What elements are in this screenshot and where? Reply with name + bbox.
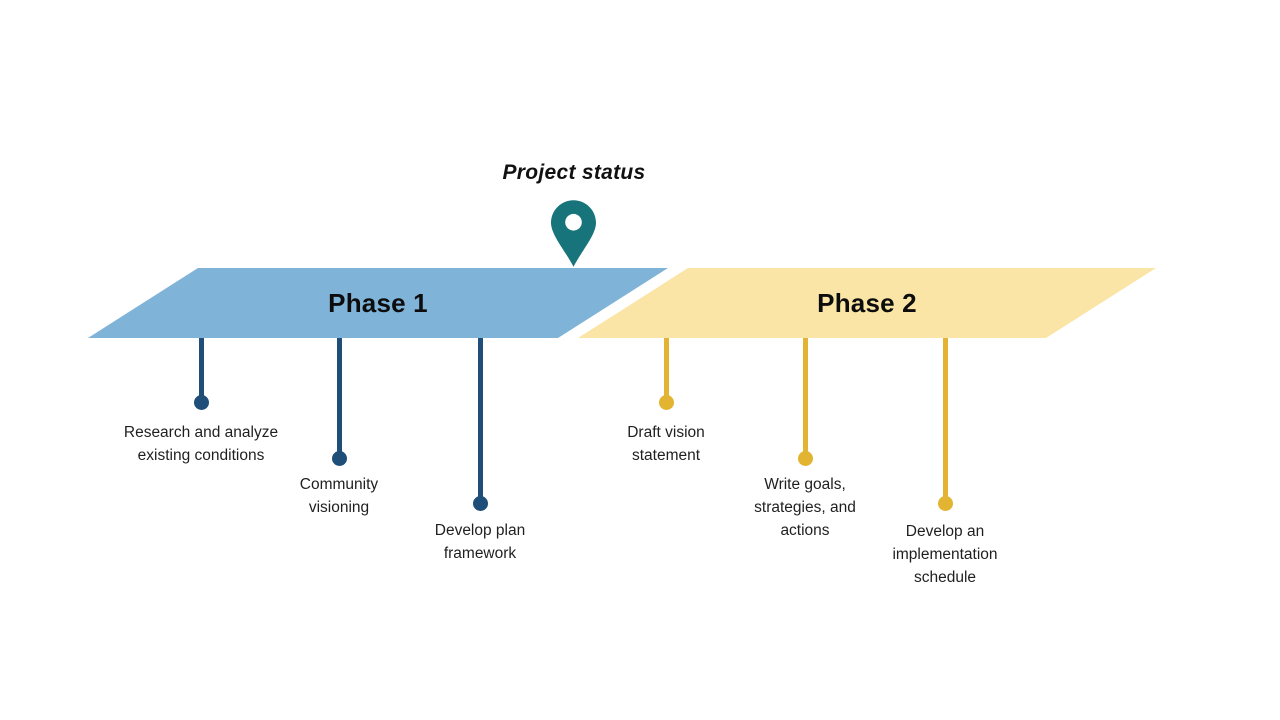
milestone-stem — [336, 338, 342, 458]
milestone-label: Develop an implementation schedule — [892, 523, 998, 586]
milestone-label: Write goals, strategies, and actions — [754, 476, 856, 539]
milestone-label: Community visioning — [299, 476, 379, 516]
milestone-stem — [663, 338, 669, 402]
milestone-stem — [198, 338, 204, 402]
diagram-title: Project status — [502, 161, 646, 184]
project-status-pin-icon — [551, 200, 596, 267]
milestone-dot — [472, 495, 488, 511]
phase-2-band: Phase 2 — [578, 268, 1156, 338]
milestone-dot — [331, 450, 347, 466]
milestone-stem — [477, 338, 483, 503]
milestone-stem — [942, 338, 948, 503]
milestone-label: Draft vision statement — [627, 424, 705, 464]
phase-1-label: Phase 1 — [328, 287, 428, 318]
phase-1-band: Phase 1 — [88, 268, 668, 338]
milestone-label: Research and analyze existing conditions — [123, 424, 279, 464]
milestone-dot — [797, 450, 813, 466]
pin-shape — [551, 200, 596, 267]
milestone-dot — [193, 394, 209, 410]
milestone-dot — [937, 495, 953, 511]
milestone-stem — [802, 338, 808, 458]
milestone-dot — [658, 394, 674, 410]
phase-2-label: Phase 2 — [817, 287, 917, 318]
pin-hole — [565, 213, 582, 231]
milestone-label: Develop plan framework — [434, 522, 526, 562]
